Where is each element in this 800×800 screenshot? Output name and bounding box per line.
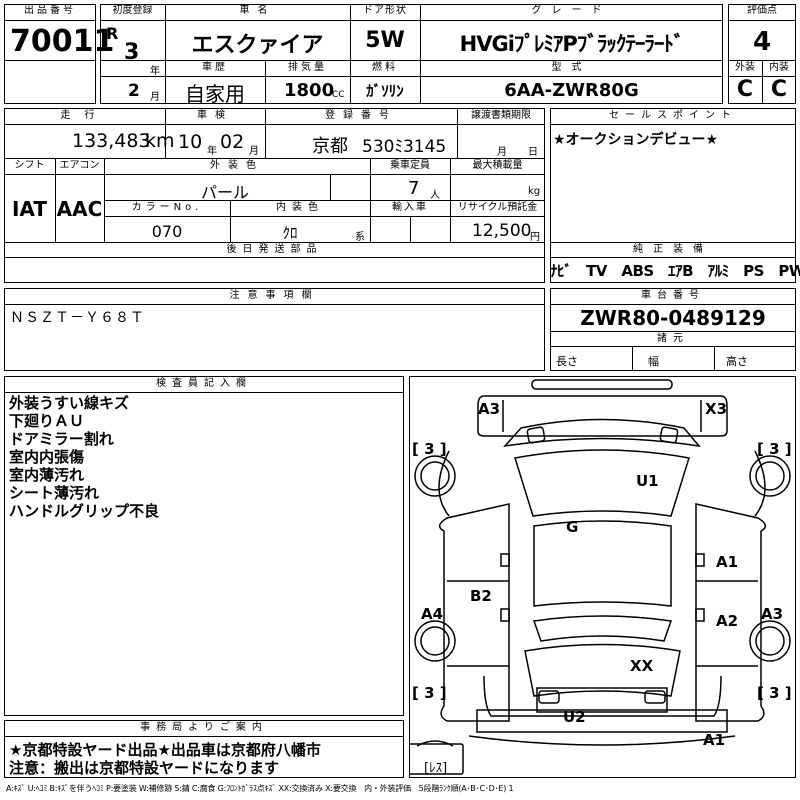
displacement: 1800 xyxy=(284,80,335,101)
int-grade: C xyxy=(770,77,788,102)
history-label: 車歴 xyxy=(202,62,228,73)
inspector-line: ドアミラー割れ xyxy=(9,430,114,448)
mark-a3-front-left: A3 xyxy=(478,400,501,418)
tire-right-front: [ 3 ] xyxy=(757,440,792,458)
details-box xyxy=(4,108,545,283)
plate-number: 530ﾐ3145 xyxy=(362,137,447,157)
inspector-line: 外装うすい線キズ xyxy=(9,394,130,412)
door: 5W xyxy=(365,28,405,53)
color-number: 070 xyxy=(151,222,183,241)
ext-grade: C xyxy=(736,77,754,102)
mark-g: G xyxy=(566,518,579,536)
lot-number: 70011 xyxy=(10,24,115,59)
score-label: 評価点 xyxy=(747,5,777,16)
tire-right-rear: [ 3 ] xyxy=(757,684,792,702)
inspector-line: ハンドルグリップ不良 xyxy=(9,502,160,520)
fuel-label: 燃料 xyxy=(372,62,398,73)
tire-left-front: [ 3 ] xyxy=(412,440,447,458)
capacity: 7 xyxy=(408,178,420,199)
office-line-2: 注意：搬出は京都特設ヤードになります xyxy=(9,759,280,777)
main-header-box xyxy=(100,4,723,104)
recycle-fee: 12,500 xyxy=(472,221,532,241)
displacement-label: 排気量 xyxy=(288,62,327,73)
notes-box xyxy=(4,288,545,371)
inspector-line: 下廻りＡＵ xyxy=(9,412,85,430)
score: 4 xyxy=(752,27,772,57)
tire-left-rear: [ 3 ] xyxy=(412,684,447,702)
door-label: ドア形状 xyxy=(363,5,407,16)
mark-u2: U2 xyxy=(563,708,586,726)
lot-label: 出品番号 xyxy=(24,5,76,16)
equipment: ﾅﾋﾞ TV ABS ｴｱB ｱﾙﾐ PS PW xyxy=(550,262,800,280)
car-diagram xyxy=(409,379,791,775)
grade-label: グレード xyxy=(531,5,612,16)
reg-month: 2 xyxy=(128,81,140,101)
model: 6AA-ZWR80G xyxy=(504,80,639,101)
mark-u1: U1 xyxy=(636,472,659,490)
spare-tire-less: [ﾚｽ] xyxy=(424,761,448,776)
mark-b2: B2 xyxy=(470,587,492,605)
notes-text: ＮＳＺＴ－Ｙ６８Ｔ xyxy=(10,310,145,326)
reg-label: 初度登録 xyxy=(112,5,153,16)
mileage: 133,483 xyxy=(72,130,151,152)
mark-x3-front-right: X3 xyxy=(705,400,728,418)
mark-a3-right: A3 xyxy=(761,605,784,623)
era: R xyxy=(106,24,119,43)
chassis-box xyxy=(550,288,796,371)
history: 自家用 xyxy=(185,82,245,106)
insp-month: 02 xyxy=(220,131,245,153)
car-diagram-box xyxy=(409,376,796,778)
inspector-box xyxy=(4,376,404,716)
exterior-color: パール xyxy=(200,183,249,202)
office-line-1: ★京都特設ヤード出品★出品車は京都府八幡市 xyxy=(9,741,321,759)
plate-region: 京都 xyxy=(312,136,348,157)
mark-xx: XX xyxy=(630,657,654,675)
reg-year: 3 xyxy=(124,40,140,65)
sales-point: ★オークションデビュー★ xyxy=(553,132,719,148)
name-label: 車名 xyxy=(239,5,276,16)
grade: HVGiﾌﾟﾚﾐｱPﾌﾞﾗｯｸﾃｰﾗｰﾄﾞ xyxy=(459,32,685,56)
mark-a1-bottom: A1 xyxy=(703,731,726,749)
inspector-line: 室内薄汚れ xyxy=(9,466,85,484)
inspector-line: 室内内張傷 xyxy=(9,448,85,466)
office-box xyxy=(4,720,404,778)
air-conditioner: AAC xyxy=(56,197,103,221)
shift: IAT xyxy=(11,197,47,221)
inspector-line: シート薄汚れ xyxy=(9,484,100,502)
insp-year: 10 xyxy=(178,131,203,153)
model-label: 型式 xyxy=(551,62,592,73)
interior-color: ｸﾛ xyxy=(282,224,298,242)
mark-a2-right: A2 xyxy=(716,612,739,630)
mark-a1-right: A1 xyxy=(716,553,739,571)
sales-point-box xyxy=(550,108,796,283)
mark-a4-left: A4 xyxy=(421,605,444,623)
car-name: エスクァイア xyxy=(191,33,324,58)
legend: A:ｷｽﾞ U:ﾍｺﾐ B:ｷｽﾞを伴うﾍｺﾐ P:要塗装 W:補修跡 S:錆 … xyxy=(6,784,514,793)
fuel: ｶﾞｿﾘﾝ xyxy=(366,82,404,100)
chassis-number: ZWR80-0489129 xyxy=(580,306,766,330)
lot-box xyxy=(4,4,96,104)
